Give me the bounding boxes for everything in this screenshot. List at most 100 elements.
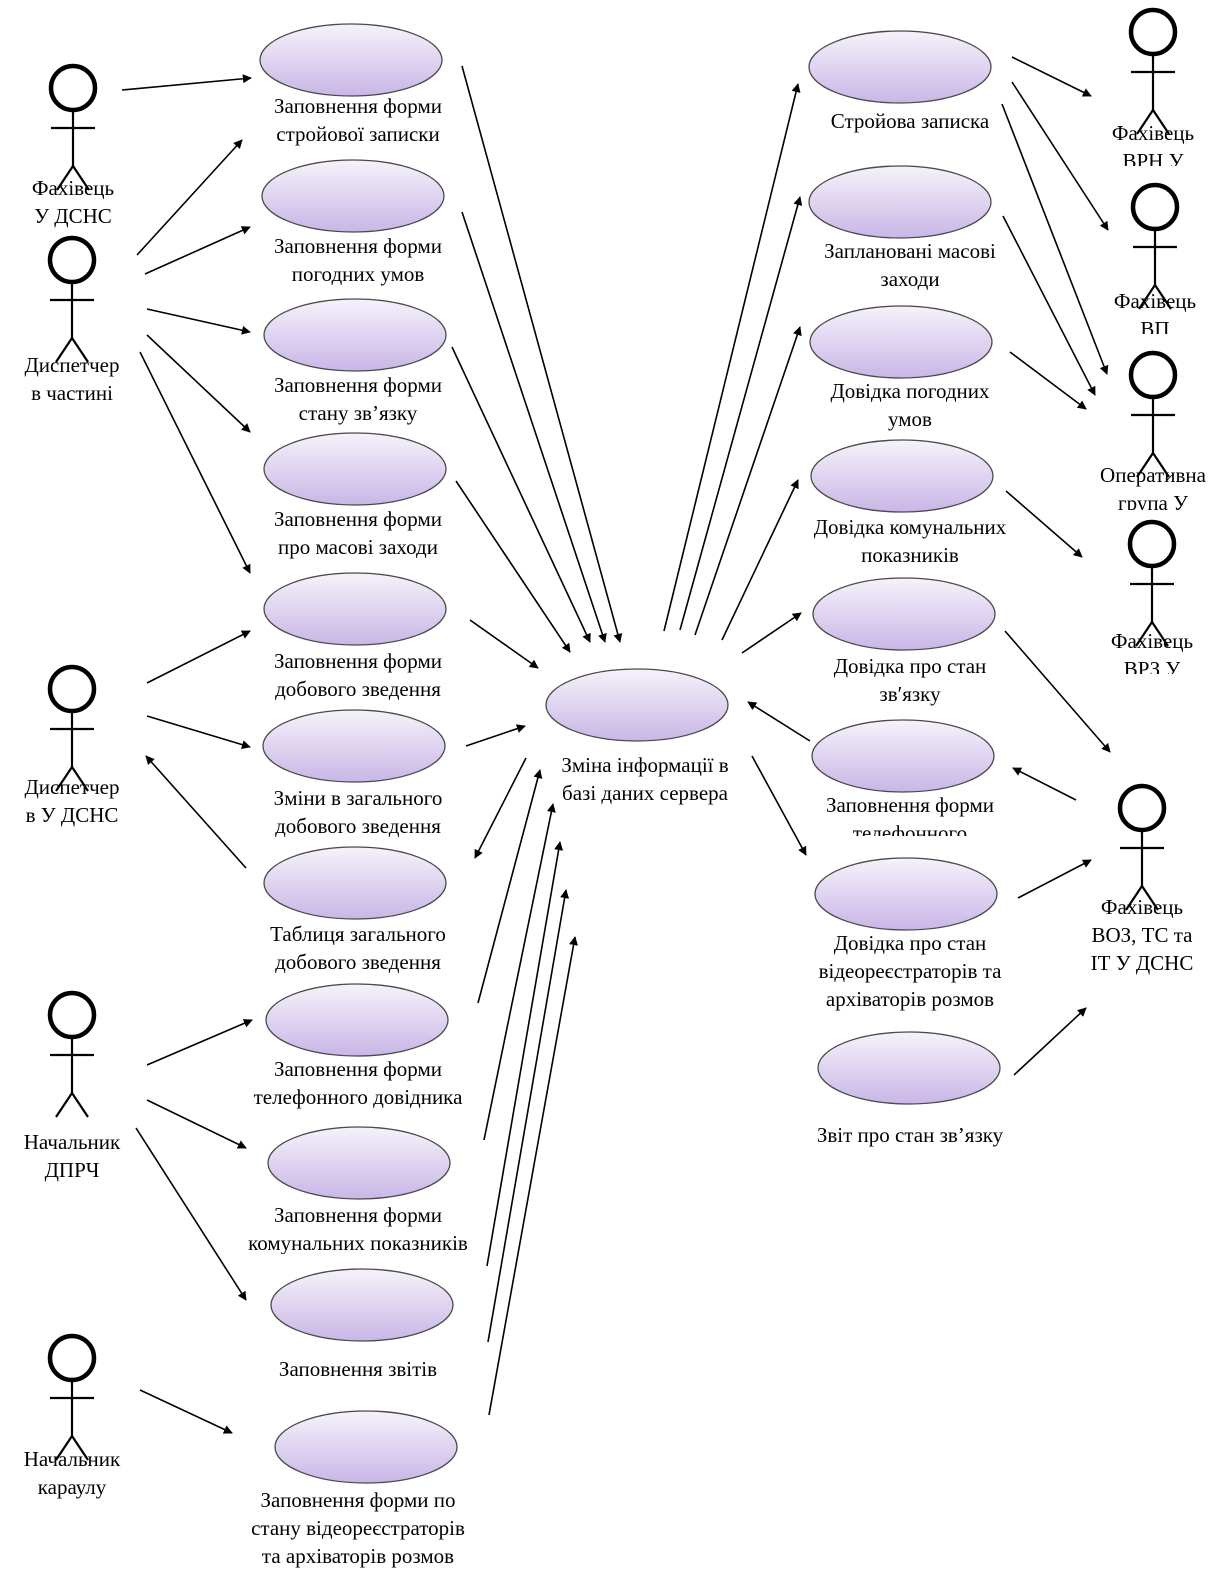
actor-b4-label-line: ВРЗ У [1124, 657, 1181, 681]
use-case-l6[interactable] [262, 709, 446, 783]
use-case-r8-label-line: Звіт про стан зв’язку [817, 1123, 1004, 1147]
association-arrow [1002, 215, 1096, 396]
association-arrow [1011, 81, 1109, 231]
association-arrow [1017, 859, 1092, 899]
association-arrow [455, 480, 571, 653]
use-case-l1-label-line: стройової записки [276, 122, 439, 146]
actor-a3[interactable] [47, 664, 97, 792]
use-case-l3[interactable] [263, 298, 447, 372]
use-case-r1-label: Стройова записка [831, 109, 990, 133]
actor-a3-label-line: Диспетчер [24, 775, 119, 799]
actor-a1-label-line: У ДСНС [34, 204, 112, 228]
association-arrow [146, 715, 251, 749]
use-case-r2[interactable] [808, 165, 992, 239]
use-case-r1[interactable] [808, 30, 992, 104]
actor-b4[interactable] [1127, 519, 1177, 647]
association-arrow [486, 841, 564, 1267]
use-case-l4-label-line: Заповнення форми [274, 507, 442, 531]
use-case-l1[interactable] [259, 23, 443, 97]
actor-b3-label-line: Оперативна [1100, 463, 1207, 487]
use-case-l5[interactable] [263, 572, 447, 646]
association-arrow [741, 612, 802, 654]
actor-b5-label-line: Фахівець [1101, 895, 1183, 919]
actor-b5[interactable] [1117, 783, 1167, 911]
use-case-r4[interactable] [810, 439, 994, 513]
use-case-l2[interactable] [261, 159, 445, 233]
use-case-l11-label-line: Заповнення форми по [261, 1488, 456, 1512]
actor-b2-label-line: ВП [1140, 317, 1169, 341]
association-arrow [146, 1099, 247, 1149]
use-case-r7[interactable] [814, 857, 998, 931]
association-arrow [474, 757, 527, 859]
actor-a5[interactable] [47, 1333, 97, 1461]
use-case-l9[interactable] [267, 1126, 451, 1200]
use-case-l10[interactable] [270, 1268, 454, 1342]
use-case-l11-label-line: стану відеореєстраторів [251, 1516, 465, 1540]
use-case-l7[interactable] [263, 846, 447, 920]
use-case-r3[interactable] [809, 305, 993, 379]
actor-b1[interactable] [1128, 7, 1178, 135]
actor-b2[interactable] [1130, 182, 1180, 310]
association-arrow [721, 479, 799, 641]
actor-b5-label-line: ВОЗ, ТС та [1091, 923, 1193, 947]
use-case-r7-label-line: відеореєстраторів та [819, 959, 1002, 983]
use-case-r5-label-line: Довідка про стан [834, 654, 987, 678]
use-case-r6-label: Заповнення форми телефонного [826, 793, 994, 845]
actor-a2-label-line: в частині [31, 381, 113, 405]
use-case-r5[interactable] [812, 577, 996, 651]
association-arrow [1009, 351, 1087, 410]
actor-a5-label-line: Начальник [24, 1447, 121, 1471]
actor-b3[interactable] [1128, 350, 1178, 478]
association-arrow [1005, 490, 1083, 558]
actor-a1[interactable] [48, 63, 98, 191]
association-arrow [1012, 767, 1077, 801]
association-arrow [1011, 56, 1092, 97]
association-arrow [144, 226, 251, 275]
use-case-l3-label-line: стану зв’язку [299, 401, 418, 425]
use-case-l7-label-line: Таблиця загального [270, 922, 446, 946]
actor-b2-label-line: Фахівець [1114, 289, 1196, 313]
use-case-l8[interactable] [265, 983, 449, 1057]
use-case-r6-label-line: телефонного [853, 821, 967, 845]
actor-a2-label-line: Диспетчер [24, 353, 119, 377]
association-arrow [747, 701, 811, 742]
association-arrow [483, 803, 556, 1141]
use-case-r6[interactable] [811, 719, 995, 793]
actor-a2[interactable] [47, 235, 97, 363]
use-case-r8[interactable] [817, 1031, 1001, 1105]
actor-a3-label-line: в У ДСНС [26, 803, 119, 827]
association-arrow [145, 755, 247, 869]
use-case-r7-label-line: Довідка про стан [834, 931, 987, 955]
use-case-l1-label-line: Заповнення форми [274, 94, 442, 118]
association-arrow [1004, 630, 1111, 753]
association-lines [121, 56, 1111, 1434]
actor-b4-label-line: ДСНС [1123, 685, 1181, 709]
association-arrow [136, 139, 243, 256]
association-arrow [451, 346, 591, 643]
association-arrow [694, 326, 802, 636]
use-case-l6-label-line: Зміни в загального [274, 786, 443, 810]
use-case-center[interactable] [545, 668, 729, 742]
use-case-l4[interactable] [263, 432, 447, 506]
actor-a4[interactable] [47, 990, 97, 1118]
use-case-l7-label-line: добового зведення [275, 950, 441, 974]
use-case-r2-label-line: заходи [880, 267, 939, 291]
use-case-r7-label-line: архіваторів розмов [826, 987, 994, 1011]
actor-a4-label-line: Начальник [24, 1130, 121, 1154]
use-case-l7-label: Таблиця загального добового зведення [270, 922, 446, 974]
actor-b2-label-line: УДСНС [1120, 345, 1190, 369]
use-case-r4-label-line: Довідка комунальних [814, 515, 1007, 539]
association-arrow [146, 308, 251, 335]
use-case-r6-label-line: Заповнення форми [826, 793, 994, 817]
use-case-l11[interactable] [274, 1410, 458, 1484]
use-case-l11-label-line: та архіваторів розмов [262, 1544, 454, 1568]
